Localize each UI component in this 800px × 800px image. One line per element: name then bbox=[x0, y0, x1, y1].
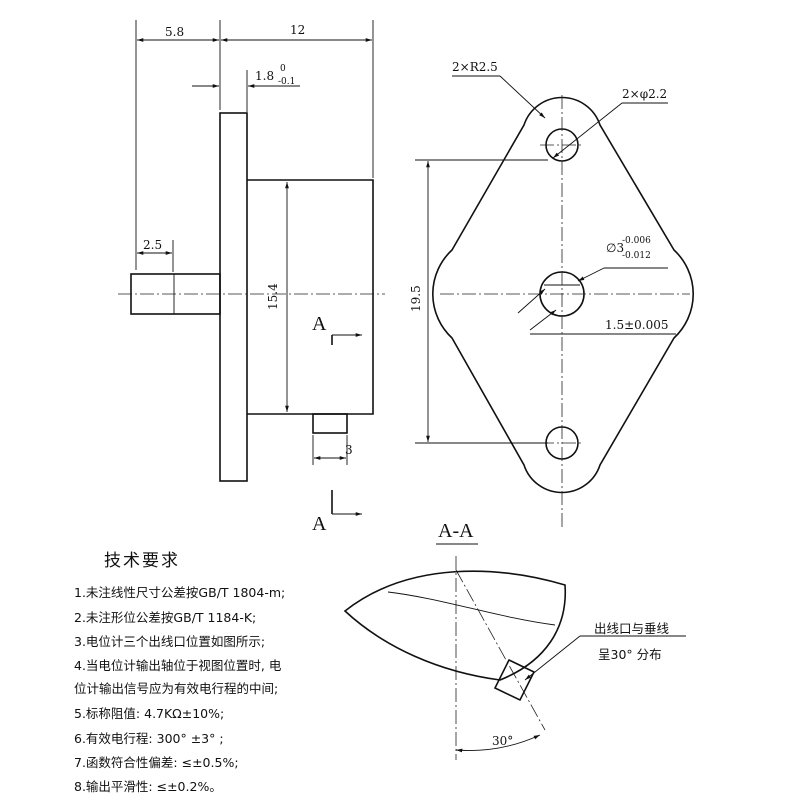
hole-note: 2×φ2.2 bbox=[622, 87, 667, 101]
bore-lower-tol: -0.012 bbox=[622, 251, 651, 261]
leader-line bbox=[499, 75, 546, 119]
requirement-item: 1.未注线性尺寸公差按GB/T 1804-m; bbox=[74, 585, 285, 600]
requirement-item: 3.电位计三个出线口位置如图所示; bbox=[74, 634, 265, 649]
side-view: 5.8 12 1.8 0 -0.1 2.5 15.4 3 A A bbox=[118, 20, 385, 535]
requirement-item: 2.未注形位公差按GB/T 1184-K; bbox=[74, 610, 256, 625]
dim-shaft-label: 2.5 bbox=[143, 238, 162, 252]
requirement-item: 8.输出平滑性: ≤±0.2%。 bbox=[74, 779, 222, 794]
dim-body-height-label: 15.4 bbox=[266, 283, 280, 310]
dim-flange-label: 1.8 bbox=[255, 69, 274, 83]
radius-note: 2×R2.5 bbox=[452, 60, 498, 74]
leader-line bbox=[529, 309, 557, 331]
requirement-item: 7.函数符合性偏差: ≤±0.5%; bbox=[74, 755, 239, 770]
requirement-item: 4.当电位计输出轴位于视图位置时, 电 bbox=[74, 658, 282, 673]
technical-requirements: 技术要求 1.未注线性尺寸公差按GB/T 1804-m; 2.未注形位公差按GB… bbox=[74, 551, 285, 794]
leader-line bbox=[552, 102, 623, 159]
note-leader bbox=[524, 635, 581, 681]
section-note-line2: 呈30° 分布 bbox=[598, 647, 662, 662]
terminal-outline bbox=[312, 413, 348, 434]
section-note-line1: 出线口与垂线 bbox=[594, 621, 670, 636]
section-inclined-axis bbox=[455, 569, 546, 731]
section-title: A-A bbox=[438, 520, 474, 542]
section-marker-top: A bbox=[312, 313, 327, 335]
dim-plate-height-label: 19.5 bbox=[409, 285, 423, 312]
dim-top-left-label: 5.8 bbox=[165, 25, 184, 39]
requirement-item: 6.有效电行程: 300° ±3° ; bbox=[74, 731, 224, 746]
flat-note: 1.5±0.005 bbox=[605, 318, 669, 332]
section-body-outline bbox=[343, 570, 567, 681]
flange-outline bbox=[219, 112, 248, 482]
requirements-heading: 技术要求 bbox=[104, 551, 180, 571]
section-view: A-A 30° 出线口与垂线 呈30° 分布 bbox=[343, 520, 686, 760]
dim-flange-upper-tol: 0 bbox=[280, 64, 286, 74]
angle-label: 30° bbox=[492, 734, 513, 748]
leader-line bbox=[517, 288, 546, 314]
front-view: 19.5 2×R2.5 2×φ2.2 ∅3 -0.006 -0.012 1.5±… bbox=[409, 60, 695, 530]
section-inner-line bbox=[387, 591, 556, 626]
leader-line bbox=[577, 267, 605, 282]
body-outline bbox=[247, 179, 374, 415]
section-terminal bbox=[493, 658, 536, 702]
section-marker-bottom: A bbox=[312, 513, 327, 535]
dim-top-right-label: 12 bbox=[290, 23, 305, 37]
dim-terminal-label: 3 bbox=[345, 443, 353, 457]
dim-flange-lower-tol: -0.1 bbox=[278, 77, 295, 87]
bore-upper-tol: -0.006 bbox=[622, 236, 651, 246]
angle-arc bbox=[455, 734, 541, 753]
requirement-item: 位计输出信号应为有效电行程的中间; bbox=[74, 681, 278, 696]
requirement-item: 5.标称阻值: 4.7KΩ±10%; bbox=[74, 706, 224, 721]
bore-note: ∅3 bbox=[606, 241, 624, 255]
mounting-plate-outline bbox=[431, 96, 695, 494]
